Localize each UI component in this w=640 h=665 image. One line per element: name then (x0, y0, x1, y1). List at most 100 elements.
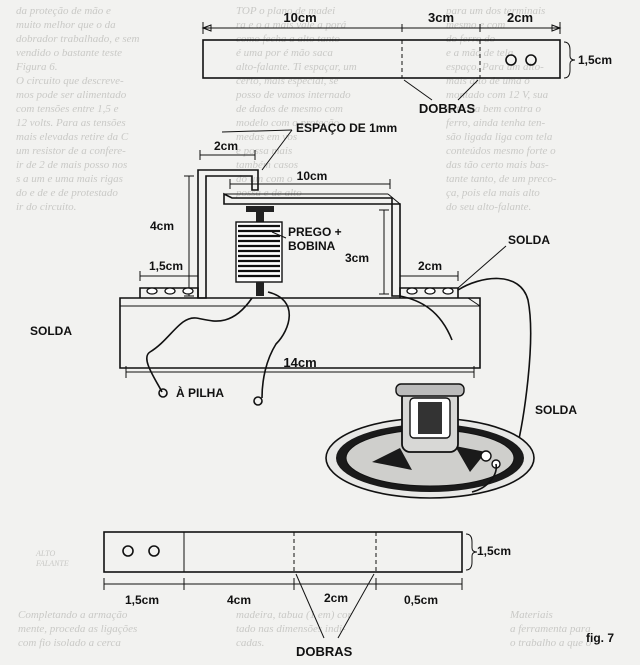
background-text-line: do e de e de protestado (16, 187, 118, 199)
dim-3cm-post: 3cm (345, 251, 369, 265)
background-text-line: de dados de mesmo com (236, 103, 343, 115)
background-text-line: madeira, tabua (1 em) cor (236, 609, 353, 621)
top-strip-hole-left (505, 54, 517, 66)
background-text-line: montado com 12 V, sua (446, 89, 549, 101)
background-text-line: mente, proceda as ligações (18, 623, 137, 635)
background-text-line: medas em vos (236, 131, 297, 143)
background-text-line: posso de vamos internado (235, 89, 351, 101)
background-text-line: certo, mais especial, se (236, 75, 338, 87)
background-text-line: são ligada liga com tela (446, 131, 553, 143)
background-text-line: ir de 2 de mais posso nos (16, 159, 127, 171)
bottom-strip-dim-height: 1,5cm (477, 544, 511, 558)
bottom-strip-dim-1-5cm: 1,5cm (125, 593, 159, 607)
background-text-line: a ferramenta para (510, 623, 591, 635)
dim-14cm: 14cm (283, 355, 316, 370)
wire-to-speaker (457, 277, 532, 453)
background-text-line: tante tanto, de um preco- (446, 173, 557, 185)
background-text-left-bottom: Completando a armação mente, proceda as l… (18, 609, 137, 649)
background-text-line: é uma por é mão saca (236, 47, 333, 59)
background-text-line: dobrador trabalhado, e sem (16, 33, 140, 45)
nail-coil-label-2: BOBINA (288, 239, 336, 253)
background-text-line: tado nas dimensões indi- (236, 623, 346, 635)
background-text-line: conteúdos mesmo forte o (446, 145, 556, 157)
background-text-line: ferro, ainda tenha ten- (446, 117, 546, 129)
background-text-line: vendido o bastante teste (16, 47, 122, 59)
background-text-line: FALANTE (35, 559, 69, 568)
top-strip-dim-height: 1,5cm (578, 53, 612, 67)
background-text-line: da proteção de mão e (16, 5, 111, 17)
background-text-line: 12 volts. Para as tensões (16, 117, 126, 129)
mounting-screw (146, 287, 158, 295)
top-strip-dim-2cm: 2cm (507, 10, 533, 25)
background-text-line: para um dos terminais (445, 5, 545, 17)
top-strip-dim-10cm: 10cm (283, 10, 316, 25)
background-text-line: modelo com o proteção (236, 117, 340, 129)
background-text-line: com tensões entre 1,5 e (16, 103, 119, 115)
background-text-left-column: da proteção de mão e muito melhor que o d… (15, 5, 140, 213)
nail-coil-label-1: PREGO + (288, 225, 342, 239)
background-text-line: entrada bem contra o (446, 103, 542, 115)
bottom-metal-strip: 1,5cm 1,5cm 4cm 2cm 0,5cm DOBRAS (103, 531, 511, 659)
dim-4cm: 4cm (150, 219, 174, 233)
bottom-strip-hole-left (122, 545, 134, 557)
loudspeaker (325, 383, 535, 499)
bottom-strip-dim-2cm: 2cm (324, 591, 348, 605)
right-bracket (223, 192, 401, 297)
background-text-line: Materiais (509, 609, 553, 621)
background-text-line: s a um e uma mais rigas (16, 173, 123, 185)
mounting-screw (424, 287, 436, 295)
speaker-lead (471, 463, 497, 493)
solder-label-right: SOLDA (535, 403, 577, 417)
background-text-middle-bottom: madeira, tabua (1 em) cor tado nas dimens… (236, 609, 353, 649)
mounting-screw (164, 287, 176, 295)
background-text-line: Figura 6. (15, 61, 58, 73)
background-text-line: alto-falante. Ti espaçar, um (236, 61, 357, 73)
dim-1-5cm: 1,5cm (149, 259, 183, 273)
background-text-line: do seu alto-falante. (446, 201, 531, 213)
background-text-line: muito melhor que o da (16, 19, 116, 31)
background-text-line: ça, pois ela mais alto (446, 187, 540, 199)
wooden-base (119, 297, 481, 369)
dim-10cm-bracket: 10cm (297, 169, 328, 183)
background-text-line: ir do circuito. (16, 201, 76, 213)
solder-label-left: SOLDA (30, 324, 72, 338)
background-text-line: também casos (236, 159, 298, 171)
mounting-screw (406, 287, 418, 295)
background-text-line: das tão certo mais bas- (446, 159, 549, 171)
wire-bracket-to-speaker (399, 295, 453, 341)
background-text-line: Completando a armação (18, 609, 128, 621)
top-strip-fold-label: DOBRAS (419, 101, 476, 116)
background-text-line: o trabalho a que o (510, 637, 592, 649)
top-strip-dim-3cm: 3cm (428, 10, 454, 25)
wire-to-battery-right (261, 291, 291, 399)
background-text-line: mos pode ser alimentado (16, 89, 127, 101)
dim-2cm-right: 2cm (418, 259, 442, 273)
assembly-view: ESPAÇO DE 1mm 2cm 4cm 10cm P (30, 121, 577, 499)
background-text-line: TOP o plano de madei (236, 5, 335, 17)
nail-coil (235, 206, 283, 296)
background-text-line: espaço. Para um alto- (446, 61, 544, 73)
top-metal-strip: 10cm 3cm 2cm 1,5cm DOBRAS (201, 10, 612, 116)
solder-label-top-right: SOLDA (508, 233, 550, 247)
background-text-line: e a mão de tela (446, 47, 514, 59)
battery-terminal-right (253, 396, 263, 406)
top-strip-hole-right (525, 54, 537, 66)
background-text-line: um resistor de a confere- (16, 145, 126, 157)
background-text-line: cadas. (236, 637, 264, 649)
background-text-line: como fecha a alto tanto (236, 33, 340, 45)
background-text-line: do um com o (236, 173, 293, 185)
battery-terminal-left (158, 388, 168, 398)
bottom-strip-dim-4cm: 4cm (227, 593, 251, 607)
background-text-line: com fio isolado a cerca (18, 637, 121, 649)
mounting-screw (442, 287, 454, 295)
background-text-line: ALTO (35, 549, 55, 558)
background-text-line: mais alto de uma o (446, 75, 530, 87)
bottom-strip-hole-right (148, 545, 160, 557)
background-text-line: mais elevadas retire da C (16, 131, 129, 143)
battery-label: À PILHA (176, 385, 224, 400)
left-l-post (197, 169, 259, 299)
background-text-line: mesmo e com (446, 19, 505, 31)
